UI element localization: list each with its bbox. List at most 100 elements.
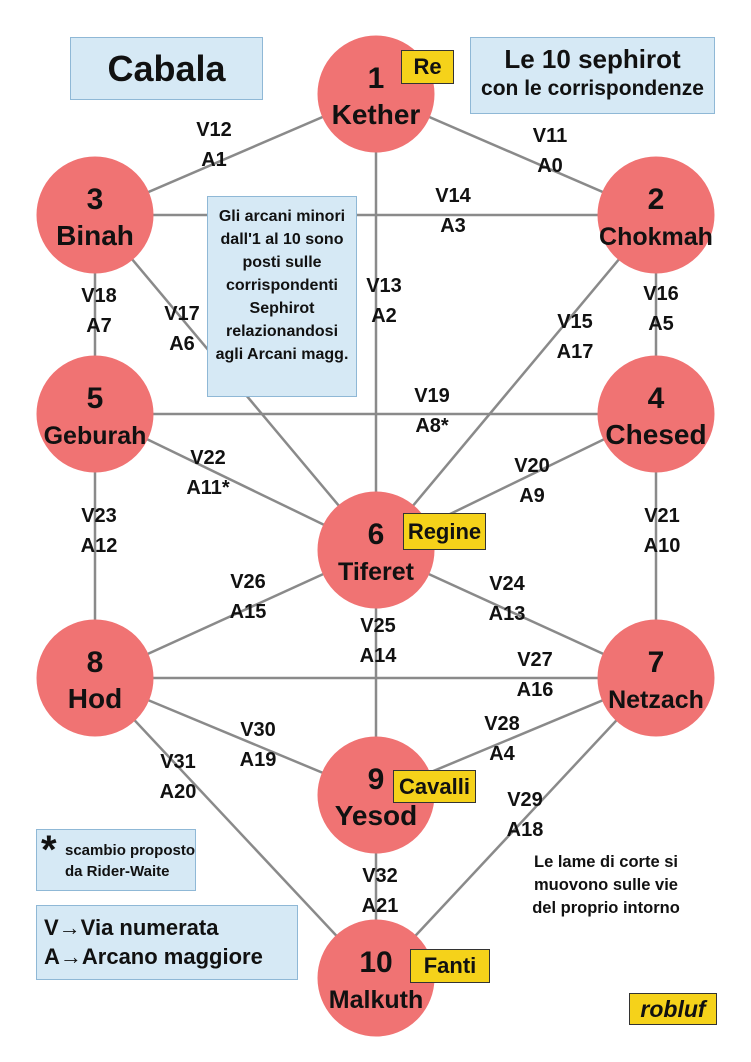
path-arcano-label: A8* <box>415 415 449 437</box>
sephira-number: 10 <box>359 946 392 979</box>
path-via-label: V15 <box>557 311 593 333</box>
path-via-label: V24 <box>489 573 525 595</box>
path-via-label: V32 <box>362 865 398 887</box>
court-note-line: Le lame di corte si <box>534 853 678 871</box>
tag-cavalli: Cavalli <box>393 770 476 803</box>
swap-note-text: scambio proposto da Rider-Waite <box>65 840 195 882</box>
sephira-number: 8 <box>87 646 104 679</box>
tag-fanti-label: Fanti <box>423 953 477 978</box>
sephira-number: 3 <box>87 183 104 216</box>
path-via-label: V23 <box>81 505 117 527</box>
note-line: relazionandosi <box>225 323 339 340</box>
swap-note-box: * scambio proposto da Rider-Waite <box>36 828 196 891</box>
path-arcano-label: A3 <box>440 215 466 237</box>
court-note-line: muovono sulle vie <box>534 876 678 894</box>
sephira-circle <box>597 619 715 737</box>
tag-re: Re <box>401 50 454 84</box>
sephira-number: 1 <box>368 62 385 95</box>
path-via-label: V25 <box>360 615 396 637</box>
path-labels-layer: V11A0V12A1V13A2V14A3V15A17V16A5V17A6V18A… <box>81 119 681 917</box>
path-arcano-label: A0 <box>537 155 563 177</box>
path-via-label: V29 <box>507 789 543 811</box>
note-line: Sephirot <box>249 300 315 317</box>
sephira-name: Hod <box>68 683 122 714</box>
path-via-label: V16 <box>643 283 679 305</box>
header-box: Le 10 sephirot con le corrispondenze <box>470 37 715 114</box>
path-arcano-label: A15 <box>230 601 267 623</box>
path-arcano-label: A18 <box>507 819 544 841</box>
legend-arcano: A→Arcano maggiore <box>44 944 263 969</box>
path-arcano-label: A1 <box>201 149 227 171</box>
path-via-label: V26 <box>230 571 266 593</box>
sephira-name: Tiferet <box>338 558 415 586</box>
asterisk-symbol: * <box>41 828 57 872</box>
title: Cabala <box>107 47 226 89</box>
path-via-label: V18 <box>81 285 117 307</box>
header-line2: con le corrispondenze <box>481 77 704 100</box>
author-signature: robluf <box>629 993 717 1025</box>
swap-note-line: scambio proposto <box>65 842 196 859</box>
swap-note-line: da Rider-Waite <box>65 863 170 880</box>
court-note-line: del proprio intorno <box>532 899 680 917</box>
path-arcano-label: A4 <box>489 743 515 765</box>
path-via-label: V22 <box>190 447 226 469</box>
sephira-name: Yesod <box>335 800 417 831</box>
path-arcano-label: A13 <box>489 603 526 625</box>
path-arcano-label: A9 <box>519 485 545 507</box>
path-via-label: V20 <box>514 455 550 477</box>
sephira-circle <box>597 156 715 274</box>
path-arcano-label: A10 <box>644 535 681 557</box>
note-line: dall'1 al 10 sono <box>220 231 344 248</box>
path-arcano-label: A11* <box>186 477 230 499</box>
path-via-label: V21 <box>644 505 680 527</box>
court-cards-note: Le lame di corte si muovono sulle vie de… <box>500 851 712 920</box>
tag-regine: Regine <box>403 513 486 550</box>
tag-re-label: Re <box>413 54 442 79</box>
path-via-label: V31 <box>160 751 196 773</box>
path-via-label: V17 <box>164 303 200 325</box>
sephira-circle <box>597 355 715 473</box>
path-arcano-label: A5 <box>648 313 674 335</box>
sephira-name: Binah <box>56 220 134 251</box>
path-via-label: V28 <box>484 713 520 735</box>
path-arcano-label: A6 <box>169 333 195 355</box>
sephira-number: 5 <box>87 382 104 415</box>
note-line: Gli arcani minori <box>218 208 346 225</box>
path-arcano-label: A14 <box>360 645 398 667</box>
sephira-name: Geburah <box>44 422 147 450</box>
sephira-name: Chesed <box>605 419 706 450</box>
sephira-circle <box>36 156 154 274</box>
sephira-name: Netzach <box>608 686 704 714</box>
sephira-name: Malkuth <box>329 986 423 1014</box>
path-arcano-label: A7 <box>86 315 112 337</box>
sephira-circle <box>36 355 154 473</box>
tag-cavalli-label: Cavalli <box>399 773 470 799</box>
sephira-number: 4 <box>648 382 665 415</box>
path-line-v29 <box>375 677 657 979</box>
note-line: agli Arcani magg. <box>215 346 349 363</box>
path-arcano-label: A17 <box>557 341 594 363</box>
path-arcano-label: A21 <box>362 895 399 917</box>
tag-fanti: Fanti <box>410 949 490 983</box>
sephira-number: 6 <box>368 518 385 551</box>
sephira-name: Kether <box>332 99 421 130</box>
path-via-label: V19 <box>414 385 450 407</box>
path-arcano-label: A2 <box>371 305 397 327</box>
path-arcano-label: A16 <box>517 679 554 701</box>
path-arcano-label: A12 <box>81 535 118 557</box>
path-arcano-label: A19 <box>240 749 277 771</box>
signature-text: robluf <box>640 995 706 1022</box>
sephira-name: Chokmah <box>599 223 713 251</box>
note-line: posti sulle <box>242 254 322 271</box>
sephira-circle <box>36 619 154 737</box>
path-via-label: V27 <box>517 649 553 671</box>
path-arcano-label: A20 <box>160 781 197 803</box>
path-via-label: V12 <box>196 119 232 141</box>
path-via-label: V30 <box>240 719 276 741</box>
